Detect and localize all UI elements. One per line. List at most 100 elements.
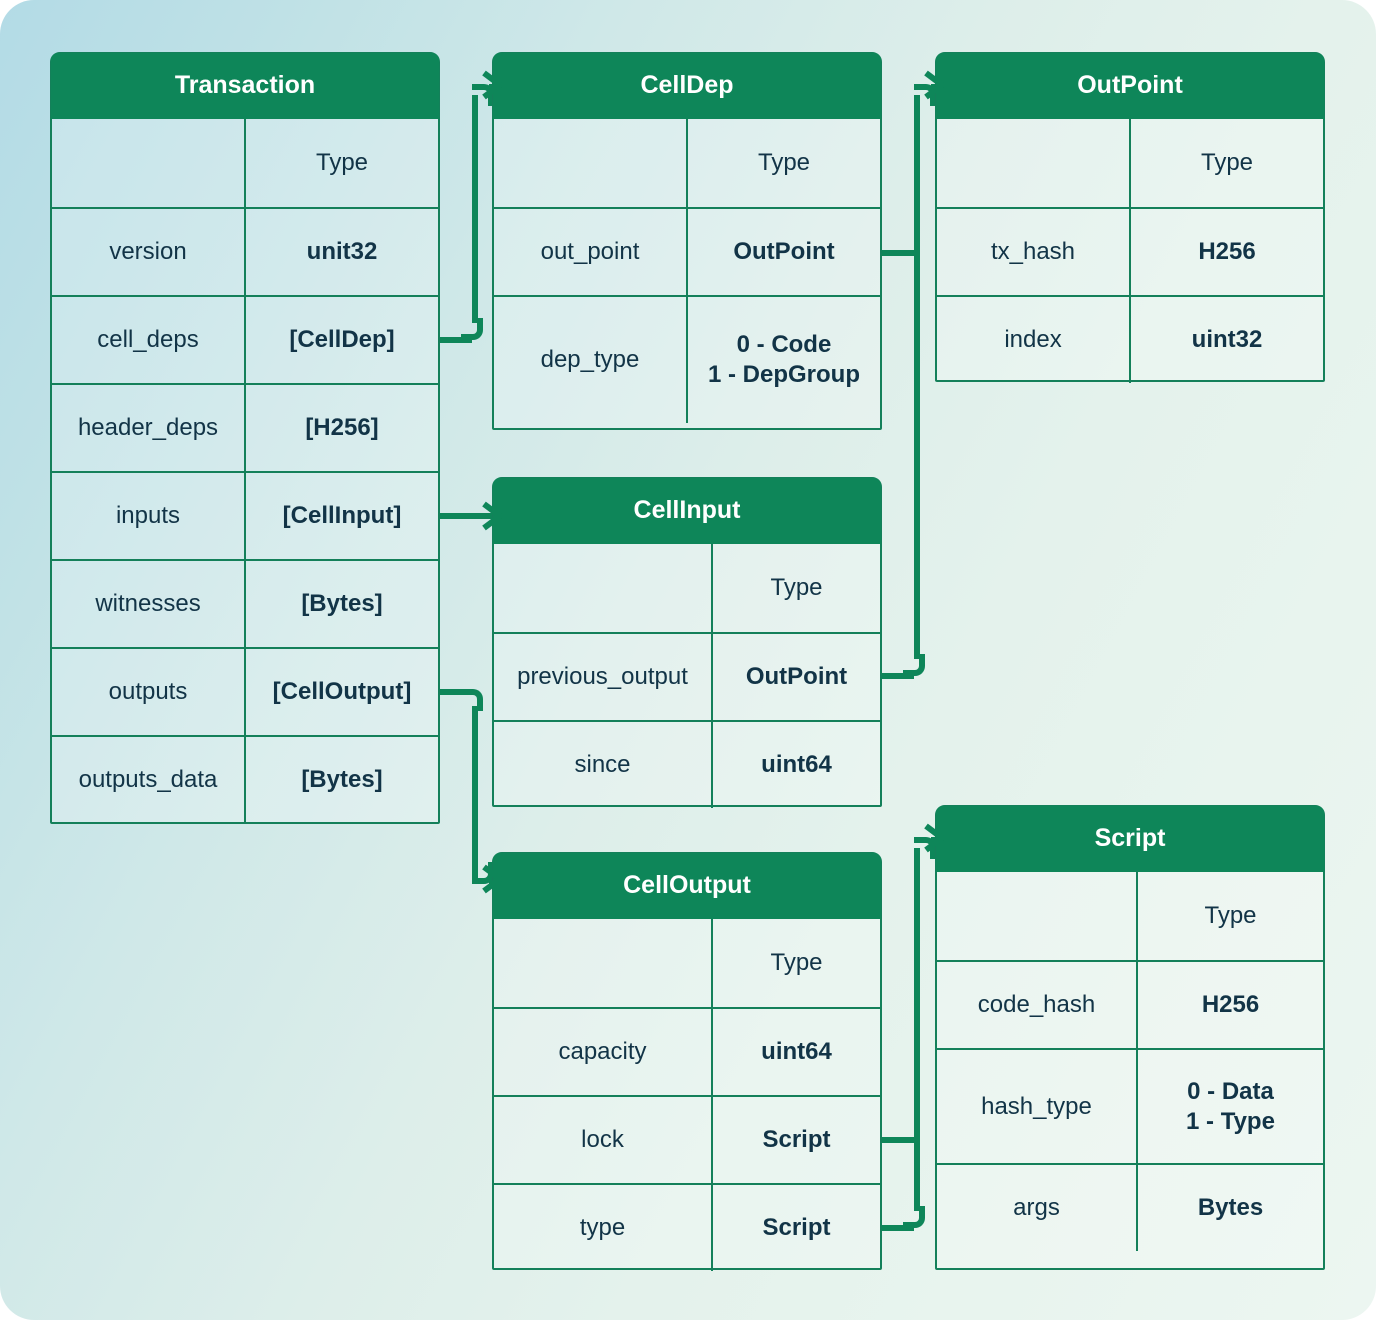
table-script-title: Script <box>936 806 1324 872</box>
transaction-field-witnesses-type: [Bytes] <box>244 561 438 647</box>
connector-script-segment-h-lock <box>882 1137 914 1143</box>
connector-script-corner-br <box>903 1206 925 1228</box>
script-field-args-type: Bytes <box>1136 1165 1323 1251</box>
table-row: Type <box>52 119 438 207</box>
transaction-field-outputs_data-name: outputs_data <box>78 766 218 793</box>
script-field-hash_type-name: hash_type <box>981 1092 1092 1120</box>
cellinput-header-type: Type <box>711 544 880 632</box>
transaction-field-version-name: version <box>109 238 187 265</box>
connector-script-segment-h-type <box>882 1225 914 1231</box>
arrow-outputs-to-celloutput <box>470 861 505 895</box>
table-row: outputs_data [Bytes] <box>52 735 438 823</box>
celldep-field-out_point-name: out_point <box>540 238 640 265</box>
arrow-inputs-to-cellinput <box>470 498 505 532</box>
transaction-field-inputs-name: inputs <box>115 502 181 529</box>
celldep-header-blank <box>494 119 686 207</box>
cellinput-field-previous_output-name: previous_output <box>517 663 688 690</box>
connector-outpoint-segment-v <box>914 95 920 659</box>
transaction-field-header_deps-type: [H256] <box>244 385 438 471</box>
connector-outpoint-segment-h-cellinput <box>882 673 914 679</box>
table-row: cell_deps [CellDep] <box>52 295 438 383</box>
transaction-field-version-type: unit32 <box>244 209 438 295</box>
celloutput-field-lock-type: Script <box>711 1097 880 1183</box>
table-row: Type <box>494 544 880 632</box>
celldep-field-out_point-type: OutPoint <box>686 209 880 295</box>
connector-outpoint-corner-br <box>903 654 925 676</box>
table-row: out_point OutPoint <box>494 207 880 295</box>
table-row: hash_type 0 - Data 1 - Type <box>937 1048 1323 1163</box>
script-hash_type-option-1: 1 - Type <box>1186 1107 1275 1135</box>
transaction-field-inputs-type: [CellInput] <box>244 473 438 559</box>
table-row: code_hash H256 <box>937 960 1323 1048</box>
script-hash_type-option-0: 0 - Data <box>1187 1077 1274 1105</box>
arrow-to-script <box>912 820 947 854</box>
table-row: Type <box>494 119 880 207</box>
script-field-code_hash-name: code_hash <box>977 991 1096 1018</box>
cellinput-field-previous_output-type: OutPoint <box>711 634 880 720</box>
connector-celldeps-segment-h1 <box>440 337 472 343</box>
celloutput-field-capacity-name: capacity <box>558 1038 647 1065</box>
celloutput-field-type-type: Script <box>711 1185 880 1271</box>
table-row: dep_type 0 - Code 1 - DepGroup <box>494 295 880 423</box>
cellinput-field-since-type: uint64 <box>711 722 880 808</box>
celldep-dep_type-option-0: 0 - Code <box>736 331 832 358</box>
celloutput-field-lock-name: lock <box>581 1126 624 1153</box>
script-field-hash_type-type: 0 - Data 1 - Type <box>1136 1050 1323 1163</box>
connector-outpoint-segment-h-celldep <box>882 250 914 256</box>
table-row: args Bytes <box>937 1163 1323 1251</box>
connector-outputs-segment-v <box>472 706 478 879</box>
script-header-type: Type <box>1136 872 1323 960</box>
connector-script-segment-v <box>914 848 920 1211</box>
transaction-header-blank <box>52 119 244 207</box>
table-row: outputs [CellOutput] <box>52 647 438 735</box>
table-row: Type <box>937 872 1323 960</box>
celloutput-field-type-name: type <box>579 1214 626 1241</box>
table-row: previous_output OutPoint <box>494 632 880 720</box>
table-row: version unit32 <box>52 207 438 295</box>
cellinput-field-since-name: since <box>574 751 631 778</box>
outpoint-field-tx_hash-name: tx_hash <box>990 238 1076 265</box>
cellinput-header-blank <box>494 544 711 632</box>
celloutput-header-type: Type <box>711 919 880 1007</box>
table-celldep: CellDep Type out_point OutPoint dep_type… <box>492 52 882 430</box>
connector-outputs-segment-h1 <box>440 689 472 695</box>
table-transaction: Transaction Type version unit32 cell_dep… <box>50 52 440 824</box>
script-field-args-name: args <box>1013 1194 1060 1221</box>
transaction-field-witnesses-name: witnesses <box>95 590 201 617</box>
connector-celldeps-corner-br <box>461 318 483 340</box>
table-transaction-title: Transaction <box>51 53 439 119</box>
connector-inputs-segment-h <box>440 513 502 519</box>
table-row: tx_hash H256 <box>937 207 1323 295</box>
table-outpoint-title: OutPoint <box>936 53 1324 119</box>
transaction-field-cell_deps-type: [CellDep] <box>244 297 438 383</box>
outpoint-field-tx_hash-type: H256 <box>1129 209 1323 295</box>
table-celloutput: CellOutput Type capacity uint64 lock Scr… <box>492 852 882 1271</box>
table-celloutput-title: CellOutput <box>493 853 881 919</box>
arrow-celldeps-to-celldep <box>470 67 505 101</box>
table-celldep-title: CellDep <box>493 53 881 119</box>
table-row: header_deps [H256] <box>52 383 438 471</box>
celldep-field-dep_type-type: 0 - Code 1 - DepGroup <box>686 297 880 423</box>
script-field-code_hash-type: H256 <box>1136 962 1323 1048</box>
table-outpoint: OutPoint Type tx_hash H256 index uint32 <box>935 52 1325 383</box>
table-row: inputs [CellInput] <box>52 471 438 559</box>
celldep-header-type: Type <box>686 119 880 207</box>
table-script: Script Type code_hash H256 hash_type 0 -… <box>935 805 1325 1270</box>
table-row: witnesses [Bytes] <box>52 559 438 647</box>
table-row: Type <box>937 119 1323 207</box>
table-row: index uint32 <box>937 295 1323 383</box>
connector-celldeps-segment-v <box>472 95 478 323</box>
transaction-field-outputs_data-type: [Bytes] <box>244 737 438 823</box>
transaction-field-outputs-type: [CellOutput] <box>244 649 438 735</box>
arrow-to-outpoint <box>912 67 947 101</box>
outpoint-field-index-name: index <box>1004 326 1062 353</box>
transaction-field-header_deps-name: header_deps <box>77 414 219 441</box>
script-header-blank <box>937 872 1136 960</box>
table-cellinput: CellInput Type previous_output OutPoint … <box>492 477 882 808</box>
celldep-dep_type-option-1: 1 - DepGroup <box>707 361 860 388</box>
transaction-header-type: Type <box>244 119 438 207</box>
table-row: capacity uint64 <box>494 1007 880 1095</box>
outpoint-field-index-type: uint32 <box>1129 297 1323 383</box>
transaction-field-cell_deps-name: cell_deps <box>97 326 199 353</box>
